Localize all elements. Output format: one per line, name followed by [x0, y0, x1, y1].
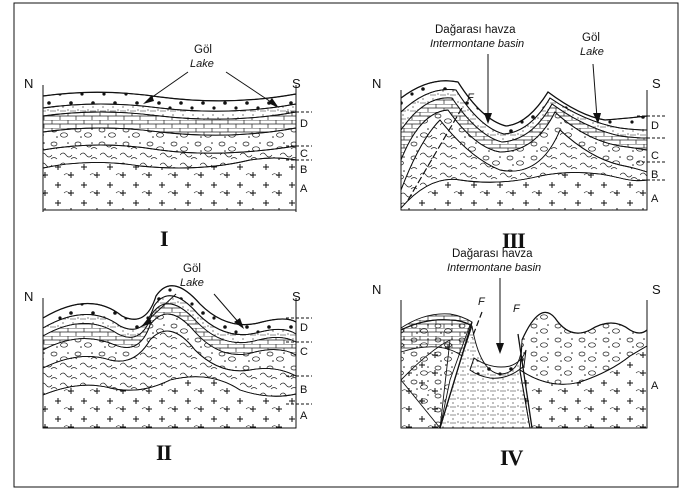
panel-II-lake-label-tr: Göl	[183, 263, 201, 275]
panel-III-lake-arrow	[592, 63, 598, 119]
panel-II-lake-label-en: Lake	[180, 277, 204, 289]
panel-III-lake-label-tr: Göl	[582, 32, 600, 44]
panel-I-unit-label-A: A	[300, 183, 308, 195]
panel-IV-basin-label-en: Intermontane basin	[447, 262, 542, 274]
panel-I-south-label: S	[292, 76, 301, 91]
panel-I-unit-label-C: C	[300, 148, 308, 160]
panel-I-unit-label-B: B	[300, 164, 308, 176]
panel-III-unit-label-A: A	[651, 193, 659, 205]
panel-II-unit-ticks	[286, 317, 312, 405]
panel-III-lake-arrowhead	[593, 113, 601, 124]
outer-frame	[13, 2, 679, 488]
panel-I-lake-arrowhead-left	[143, 95, 154, 104]
panel-III-numeral: III	[502, 228, 526, 253]
panel-II-unit-label-C: C	[300, 346, 308, 358]
panel-IV	[400, 278, 648, 430]
panel-II	[42, 285, 312, 429]
panel-II-numeral: II	[156, 440, 172, 465]
panel-I-lake-arrow-right	[225, 71, 275, 105]
panel-III-basin-label-tr: Dağarası havza	[435, 24, 516, 36]
panel-II-lake-arrow-left	[145, 293, 177, 323]
panel-II-north-label: N	[24, 289, 34, 304]
panel-III-basin-label-en: Intermontane basin	[430, 38, 525, 50]
panel-I-lake-arrowhead-right	[268, 98, 279, 108]
panel-II-lake-arrowhead-right	[234, 318, 244, 329]
panel-I-surface	[42, 91, 297, 102]
panel-IV-numeral: IV	[500, 445, 523, 470]
panel-II-unit-label-D: D	[300, 322, 308, 334]
panel-III-north-label: N	[372, 76, 382, 91]
panel-IV-fault-left-dash	[471, 311, 483, 339]
panel-I-lake-arrow-left	[147, 71, 189, 101]
panel-III-fault-line	[407, 107, 463, 201]
panel-II-unit-label-B: B	[300, 384, 308, 396]
panel-II-south-label: S	[292, 289, 301, 304]
panel-IV-basin-arrowhead	[496, 343, 504, 354]
panel-III-lake-label-en: Lake	[580, 46, 604, 58]
panel-IV-fault-label-right: F	[513, 303, 520, 315]
panel-II-unit-label-A: A	[300, 410, 308, 422]
panel-III-basin-arrowhead	[484, 113, 492, 124]
panel-I-north-label: N	[24, 76, 34, 91]
panel-IV-unit-label-A: A	[651, 380, 659, 392]
panel-IV-basin-label-tr: Dağarası havza	[452, 248, 533, 260]
panel-I-lake-label-tr: Göl	[194, 44, 212, 56]
panel-I-unit-label-D: D	[300, 118, 308, 130]
panel-IV-south-surface	[521, 312, 648, 341]
panel-III-south-label: S	[652, 76, 661, 91]
panel-III-surface	[400, 80, 648, 127]
panel-IV-north-surface	[400, 319, 473, 331]
panel-III	[400, 54, 666, 211]
panel-IV-fault-label-left: F	[478, 296, 485, 308]
panel-II-lake-arrowhead-left	[141, 317, 152, 327]
panel-II-surface	[42, 285, 297, 326]
panel-IV-north-block-limestone	[400, 313, 473, 357]
panel-IV-south-label: S	[652, 282, 661, 297]
panel-I-unit-ticks	[286, 111, 312, 161]
panel-I-numeral: I	[160, 226, 169, 251]
panel-III-fault-label: F	[467, 92, 474, 104]
panel-III-unit-label-B: B	[651, 169, 659, 181]
panel-IV-fault-left	[439, 321, 473, 429]
panel-III-unit-label-D: D	[651, 120, 659, 132]
panel-IV-north-label: N	[372, 282, 382, 297]
panel-I-lake-label-en: Lake	[190, 58, 214, 70]
panel-III-unit-label-C: C	[651, 150, 659, 162]
panel-II-lake-arrow-right	[213, 293, 241, 325]
panel-I	[42, 71, 312, 212]
panel-IV-fault-right	[517, 333, 533, 429]
